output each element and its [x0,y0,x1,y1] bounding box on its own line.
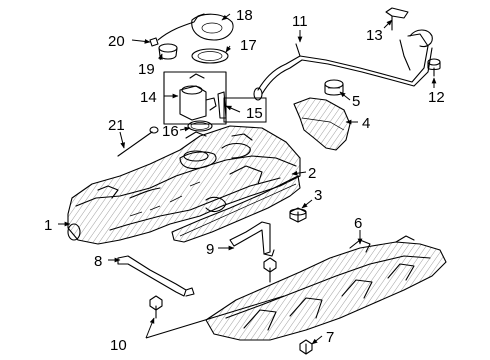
callout-labels: 1 2 3 4 5 6 7 8 9 10 11 12 13 14 15 16 1… [44,7,445,354]
callout-11: 11 [292,13,308,30]
callout-1: 1 [44,217,52,234]
callout-9: 9 [206,241,214,258]
strap-bolt-left [149,295,163,319]
filler-neck-tube [253,29,433,101]
leader-lines [58,13,437,345]
wiring-harness [149,13,205,47]
callout-4: 4 [362,115,370,132]
pump-sender-clip [217,91,227,119]
callout-20: 20 [108,33,125,50]
callout-13: 13 [366,27,383,44]
pump-heat-shield [191,13,234,41]
callout-2: 2 [308,165,316,182]
callout-17: 17 [240,37,257,54]
callout-10: 10 [110,337,127,354]
bolt-part-7 [299,339,313,355]
skid-plate [205,235,447,341]
callout-12: 12 [428,89,445,106]
lock-ring [191,48,229,64]
callout-5: 5 [352,93,360,110]
tank-strap-rear [229,221,275,257]
bolt-part-3 [289,207,307,223]
callout-19: 19 [138,61,155,78]
tank-strap-front [117,255,195,297]
callout-3: 3 [314,187,322,204]
callout-15: 15 [246,105,263,122]
fuel-tank [67,125,301,245]
fuel-pump-module [163,71,227,125]
strap-bolt-right [263,257,277,283]
callout-6: 6 [354,215,362,232]
connector-cap [158,43,178,60]
tank-heat-shield [171,175,301,243]
callout-18: 18 [236,7,253,24]
filler-cap-tether [385,7,409,31]
callout-16: 16 [162,123,179,140]
bolt-part-12 [427,58,441,77]
lock-ring-seal [187,120,213,132]
bracket-shield [293,97,351,151]
callout-8: 8 [94,253,102,270]
callout-14: 14 [140,89,157,106]
callout-21: 21 [108,117,125,134]
level-sensor-rod [117,126,159,157]
callout-7: 7 [326,329,334,346]
